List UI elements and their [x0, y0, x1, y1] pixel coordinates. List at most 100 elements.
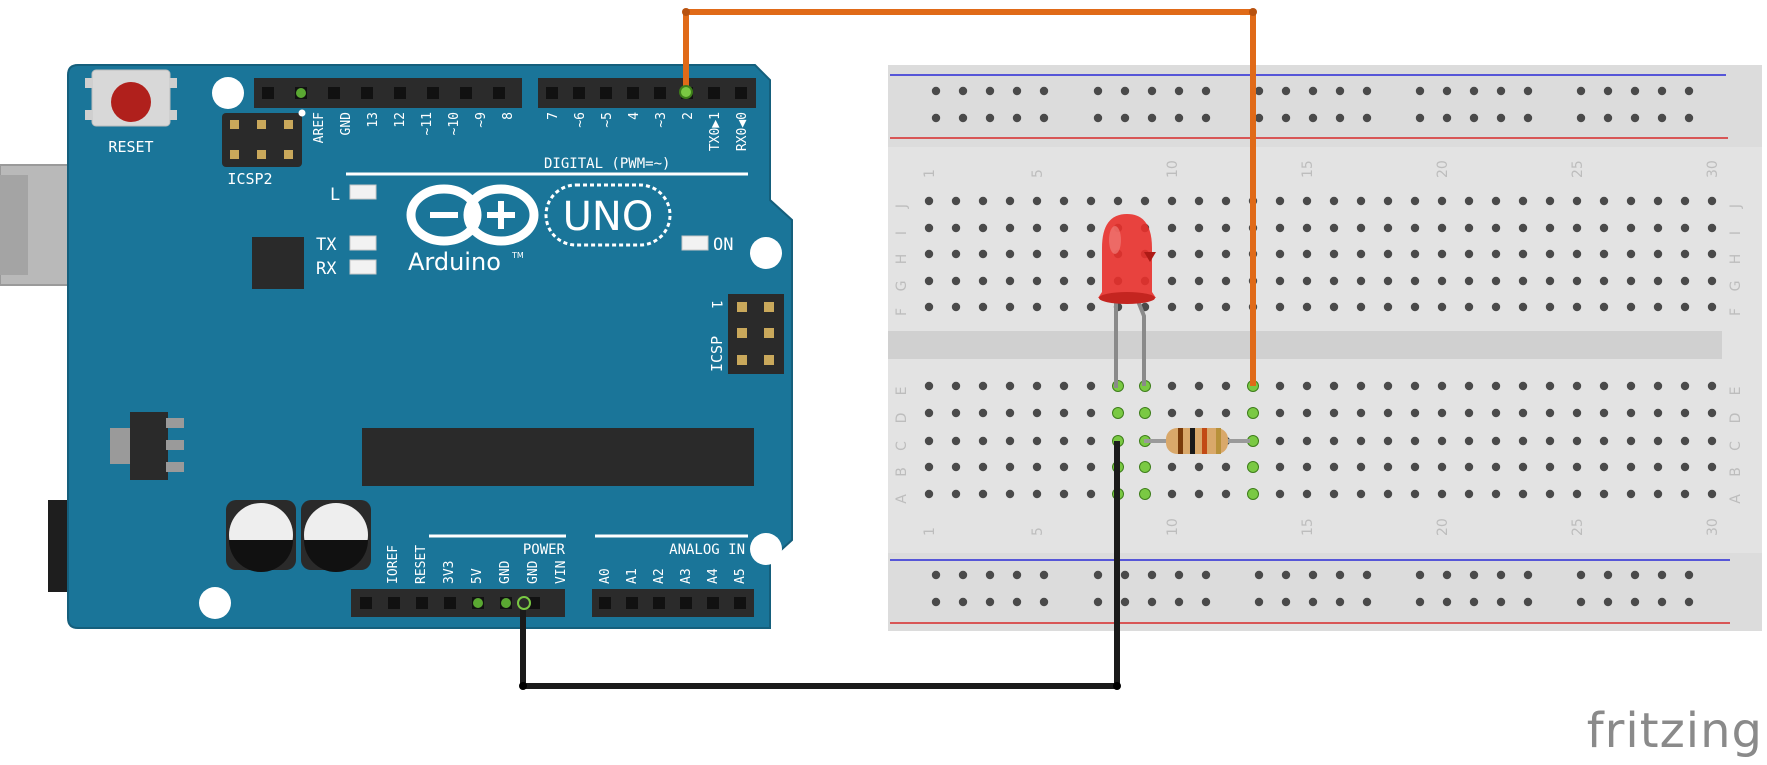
- rail-hole[interactable]: [1120, 113, 1130, 123]
- breadboard-hole[interactable]: [1599, 462, 1609, 472]
- breadboard-hole[interactable]: [1410, 196, 1420, 206]
- breadboard-hole[interactable]: [1194, 408, 1204, 418]
- breadboard-hole[interactable]: [1059, 462, 1069, 472]
- rail-hole[interactable]: [1576, 597, 1586, 607]
- breadboard-hole[interactable]: [1599, 223, 1609, 233]
- rail-hole[interactable]: [1630, 113, 1640, 123]
- breadboard-hole[interactable]: [1005, 436, 1015, 446]
- breadboard-hole[interactable]: [1167, 249, 1177, 259]
- header-pin[interactable]: [626, 597, 638, 609]
- breadboard-hole[interactable]: [1005, 408, 1015, 418]
- rail-hole[interactable]: [1576, 570, 1586, 580]
- red-led[interactable]: [1098, 214, 1156, 388]
- rail-hole[interactable]: [1335, 113, 1345, 123]
- breadboard-hole[interactable]: [1383, 223, 1393, 233]
- breadboard-hole[interactable]: [1410, 462, 1420, 472]
- breadboard-hole[interactable]: [1383, 381, 1393, 391]
- breadboard-hole[interactable]: [978, 436, 988, 446]
- breadboard-hole[interactable]: [1518, 489, 1528, 499]
- breadboard-hole[interactable]: [978, 302, 988, 312]
- breadboard-hole[interactable]: [1059, 302, 1069, 312]
- rail-hole[interactable]: [1684, 570, 1694, 580]
- breadboard-hole[interactable]: [1410, 302, 1420, 312]
- rail-hole[interactable]: [1362, 113, 1372, 123]
- breadboard-hole[interactable]: [1464, 196, 1474, 206]
- rail-hole[interactable]: [1174, 570, 1184, 580]
- header-pin[interactable]: [416, 597, 428, 609]
- breadboard-hole[interactable]: [1221, 249, 1231, 259]
- breadboard-hole[interactable]: [1221, 223, 1231, 233]
- breadboard-hole[interactable]: [1059, 223, 1069, 233]
- breadboard-hole[interactable]: [1356, 223, 1366, 233]
- breadboard-hole[interactable]: [1221, 462, 1231, 472]
- rail-hole[interactable]: [1469, 113, 1479, 123]
- breadboard-hole[interactable]: [1059, 381, 1069, 391]
- breadboard-hole[interactable]: [1356, 489, 1366, 499]
- breadboard-hole[interactable]: [1167, 381, 1177, 391]
- rail-hole[interactable]: [1415, 86, 1425, 96]
- rail-hole[interactable]: [1603, 597, 1613, 607]
- breadboard-hole[interactable]: [924, 436, 934, 446]
- header-pin[interactable]: [360, 597, 372, 609]
- breadboard-hole[interactable]: [1707, 489, 1717, 499]
- resistor[interactable]: [1144, 428, 1250, 454]
- rail-hole[interactable]: [1254, 570, 1264, 580]
- breadboard-hole[interactable]: [1167, 408, 1177, 418]
- rail-hole[interactable]: [1442, 570, 1452, 580]
- breadboard-hole[interactable]: [1221, 408, 1231, 418]
- rail-hole[interactable]: [1254, 597, 1264, 607]
- header-pin[interactable]: [734, 597, 746, 609]
- rail-hole[interactable]: [1254, 86, 1264, 96]
- breadboard-hole[interactable]: [1410, 489, 1420, 499]
- breadboard-hole[interactable]: [1086, 436, 1096, 446]
- breadboard-hole[interactable]: [1437, 223, 1447, 233]
- breadboard-hole[interactable]: [1194, 381, 1204, 391]
- breadboard-hole[interactable]: [1356, 302, 1366, 312]
- rail-hole[interactable]: [1174, 597, 1184, 607]
- breadboard-hole[interactable]: [1302, 489, 1312, 499]
- rail-hole[interactable]: [1523, 570, 1533, 580]
- rail-hole[interactable]: [1308, 86, 1318, 96]
- rail-hole[interactable]: [1201, 597, 1211, 607]
- breadboard-hole[interactable]: [1275, 196, 1285, 206]
- breadboard-hole[interactable]: [1653, 408, 1663, 418]
- breadboard-hole[interactable]: [1599, 302, 1609, 312]
- breadboard-hole[interactable]: [1707, 436, 1717, 446]
- rail-hole[interactable]: [1012, 570, 1022, 580]
- breadboard-hole[interactable]: [924, 408, 934, 418]
- breadboard-hole[interactable]: [1572, 462, 1582, 472]
- breadboard-hole[interactable]: [1437, 196, 1447, 206]
- breadboard-hole[interactable]: [1491, 302, 1501, 312]
- breadboard-hole[interactable]: [1275, 302, 1285, 312]
- breadboard-hole[interactable]: [1572, 381, 1582, 391]
- breadboard-hole[interactable]: [1302, 462, 1312, 472]
- breadboard-hole[interactable]: [1680, 381, 1690, 391]
- rail-hole[interactable]: [1496, 86, 1506, 96]
- breadboard-hole[interactable]: [1491, 276, 1501, 286]
- rail-hole[interactable]: [1201, 113, 1211, 123]
- rail-hole[interactable]: [931, 113, 941, 123]
- rail-hole[interactable]: [1496, 597, 1506, 607]
- rail-hole[interactable]: [1469, 597, 1479, 607]
- rail-hole[interactable]: [1174, 86, 1184, 96]
- breadboard-hole[interactable]: [1194, 276, 1204, 286]
- breadboard-hole[interactable]: [1518, 381, 1528, 391]
- breadboard-hole[interactable]: [1545, 462, 1555, 472]
- breadboard-hole[interactable]: [1194, 249, 1204, 259]
- breadboard-hole[interactable]: [924, 381, 934, 391]
- breadboard-hole[interactable]: [978, 489, 988, 499]
- rail-hole[interactable]: [1415, 113, 1425, 123]
- rail-hole[interactable]: [1281, 86, 1291, 96]
- breadboard-hole[interactable]: [1383, 276, 1393, 286]
- breadboard-hole[interactable]: [1329, 462, 1339, 472]
- breadboard-hole[interactable]: [1167, 223, 1177, 233]
- rail-hole[interactable]: [1523, 113, 1533, 123]
- rail-hole[interactable]: [1576, 113, 1586, 123]
- breadboard-hole[interactable]: [1356, 436, 1366, 446]
- breadboard-hole[interactable]: [951, 196, 961, 206]
- breadboard-hole[interactable]: [1518, 276, 1528, 286]
- breadboard-hole[interactable]: [1545, 223, 1555, 233]
- breadboard-hole[interactable]: [951, 302, 961, 312]
- breadboard-hole[interactable]: [1464, 223, 1474, 233]
- breadboard-hole[interactable]: [1464, 489, 1474, 499]
